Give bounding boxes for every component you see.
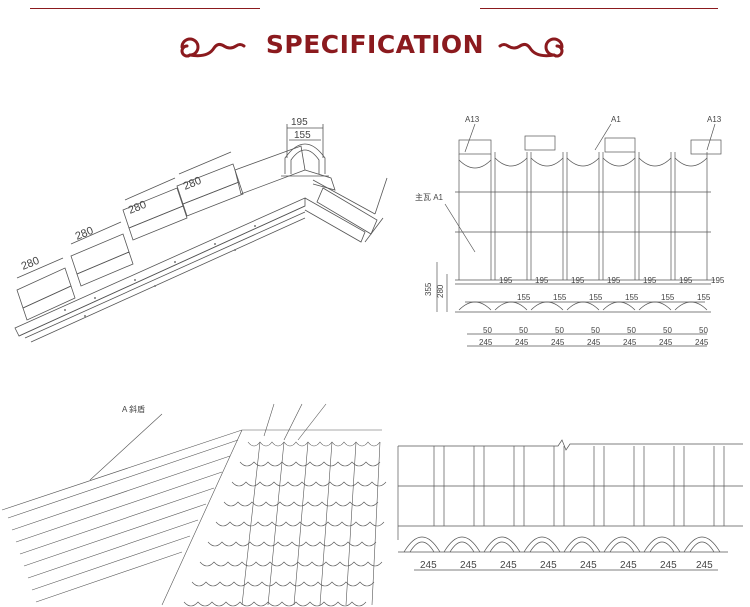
tile-dim-2: 280 <box>74 225 96 243</box>
svg-text:245: 245 <box>540 560 557 571</box>
label-a13-left: A13 <box>465 115 480 124</box>
svg-text:195: 195 <box>571 276 585 285</box>
ridge-section-diagram: 195 155 280 280 280 280 <box>14 117 388 343</box>
eave-elevation-diagram: 245 245 245 245 245 245 245 245 <box>397 439 743 571</box>
svg-text:245: 245 <box>580 560 597 571</box>
svg-text:50: 50 <box>555 326 564 335</box>
svg-text:50: 50 <box>519 326 528 335</box>
svg-text:245: 245 <box>660 560 677 571</box>
svg-text:195: 195 <box>643 276 657 285</box>
svg-text:155: 155 <box>589 293 603 302</box>
label-a1-center: A1 <box>611 115 621 124</box>
top-rule-left <box>30 8 260 9</box>
svg-text:155: 155 <box>625 293 639 302</box>
svg-text:245: 245 <box>623 338 637 347</box>
label-main-tile: 主瓦 A1 <box>415 192 444 202</box>
label-a13-right: A13 <box>707 115 722 124</box>
top-rule-right <box>480 8 718 9</box>
svg-text:50: 50 <box>663 326 672 335</box>
svg-text:195: 195 <box>679 276 693 285</box>
svg-text:245: 245 <box>460 560 477 571</box>
svg-text:245: 245 <box>479 338 493 347</box>
cloud-scroll-ornament-right <box>498 37 564 58</box>
svg-text:245: 245 <box>659 338 673 347</box>
svg-text:195: 195 <box>711 276 725 285</box>
label-hip: A 斜盾 <box>122 404 145 414</box>
svg-text:245: 245 <box>500 560 517 571</box>
ridge-dim-outer: 195 <box>291 117 308 128</box>
dims-245-row: 245 245 245 245 245 245 245 <box>479 338 709 347</box>
svg-text:245: 245 <box>695 338 709 347</box>
svg-text:195: 195 <box>499 276 513 285</box>
side-dim-280: 280 <box>436 284 445 298</box>
svg-text:50: 50 <box>591 326 600 335</box>
dims-155-row: 155 155 155 155 155 155 <box>517 293 711 302</box>
eave-dims-245-row: 245 245 245 245 245 245 245 245 <box>420 560 713 571</box>
svg-text:155: 155 <box>517 293 531 302</box>
svg-text:245: 245 <box>587 338 601 347</box>
tile-dim-4: 280 <box>182 175 204 193</box>
svg-text:245: 245 <box>551 338 565 347</box>
svg-text:50: 50 <box>699 326 708 335</box>
svg-text:155: 155 <box>697 293 711 302</box>
dims-50-row: 50 50 50 50 50 50 50 <box>483 326 708 335</box>
svg-text:245: 245 <box>696 560 713 571</box>
tile-dim-1: 280 <box>20 255 42 273</box>
svg-text:155: 155 <box>661 293 675 302</box>
page-title: SPECIFICATION <box>265 30 485 59</box>
svg-text:245: 245 <box>620 560 637 571</box>
svg-text:50: 50 <box>483 326 492 335</box>
ridge-dim-inner: 155 <box>294 130 311 141</box>
svg-text:245: 245 <box>420 560 437 571</box>
svg-text:195: 195 <box>535 276 549 285</box>
cloud-scroll-ornament-left <box>180 37 246 58</box>
roof-perspective-diagram: A 斜盾 <box>1 403 387 607</box>
front-elevation-diagram: A13 A1 A13 主瓦 A1 355 280 195 195 195 195… <box>415 115 725 347</box>
svg-text:245: 245 <box>515 338 529 347</box>
dims-195-row: 195 195 195 195 195 195 195 <box>499 276 725 285</box>
svg-text:195: 195 <box>607 276 621 285</box>
side-dim-355: 355 <box>424 282 433 296</box>
svg-text:50: 50 <box>627 326 636 335</box>
svg-text:155: 155 <box>553 293 567 302</box>
